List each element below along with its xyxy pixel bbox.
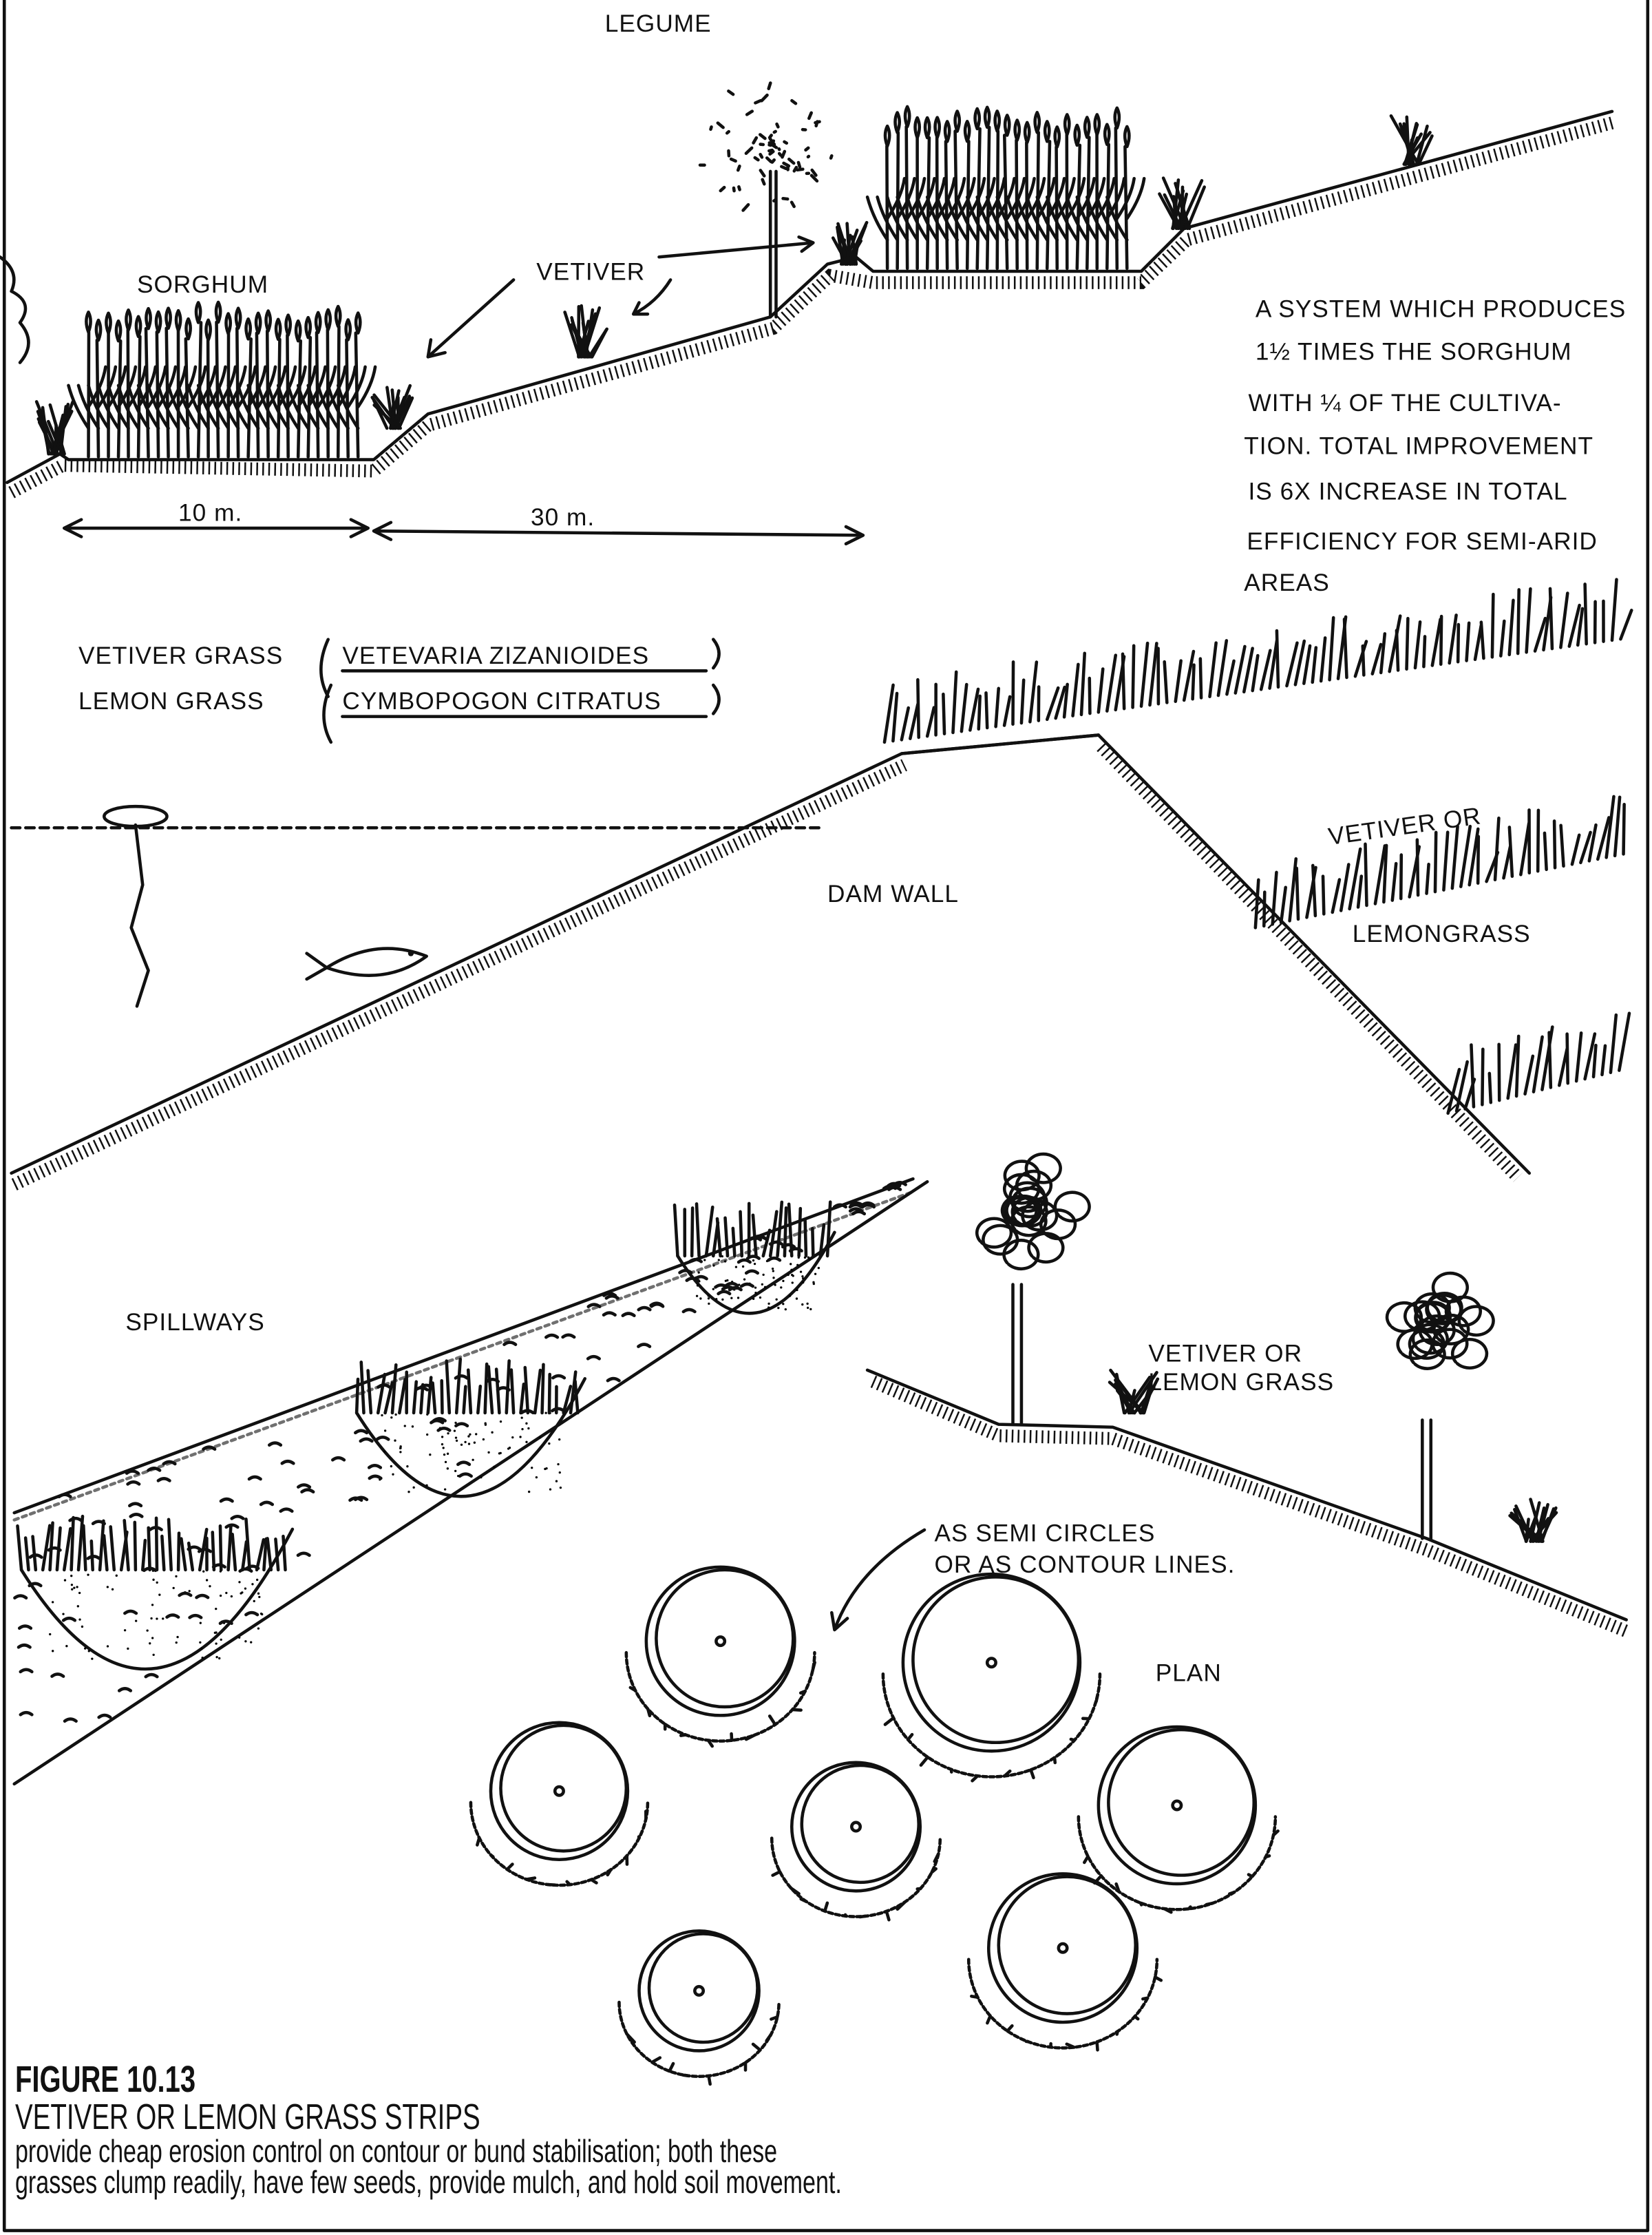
dimension-arrow-10m bbox=[62, 518, 370, 538]
terrace-ground-line bbox=[6, 109, 1614, 484]
dam-soil-hatching bbox=[11, 742, 1523, 1190]
fish-icon bbox=[305, 947, 428, 981]
note-line: AREAS bbox=[1244, 569, 1330, 596]
note-line: TION. TOTAL IMPROVEMENT bbox=[1244, 432, 1593, 459]
grass-strips bbox=[882, 578, 1633, 1115]
legume-label: LEGUME bbox=[605, 10, 712, 37]
note-line: A SYSTEM WHICH PRODUCES bbox=[1256, 295, 1626, 322]
terrace-section: LEGUME SORGHUM VETIVER 10 m. 30 m. A SYS… bbox=[0, 10, 1626, 1543]
sorghum-label: SORGHUM bbox=[137, 271, 268, 298]
sorghum-crop-upper bbox=[865, 105, 1146, 271]
tree bbox=[975, 1152, 1091, 1426]
species-common-name: LEMON GRASS bbox=[78, 688, 264, 715]
system-note: A SYSTEM WHICH PRODUCES 1½ TIMES THE SOR… bbox=[1244, 295, 1626, 596]
plan-label: PLAN bbox=[1156, 1660, 1222, 1687]
arrow-icon bbox=[426, 278, 516, 359]
contour-ground-line bbox=[865, 1368, 1628, 1622]
tree bbox=[1385, 1271, 1495, 1540]
note-line: IS 6X INCREASE IN TOTAL bbox=[1248, 479, 1567, 505]
water-lily bbox=[103, 804, 169, 1008]
note-line: 1½ TIMES THE SORGHUM bbox=[1256, 338, 1572, 365]
vetiver-label: VETIVER bbox=[536, 258, 645, 285]
spillway-section: SPILLWAYS bbox=[12, 1177, 929, 1786]
note-line: EFFICIENCY FOR SEMI-ARID bbox=[1247, 528, 1598, 555]
spillways-label: SPILLWAYS bbox=[125, 1309, 264, 1336]
vetiver-or-lemon-label: VETIVER OR bbox=[1148, 1340, 1302, 1367]
semi-circles-label: AS SEMI CIRCLES bbox=[935, 1520, 1156, 1547]
sorghum-crop bbox=[67, 300, 377, 459]
arrow-icon bbox=[657, 235, 815, 259]
dam-wall-label: DAM WALL bbox=[827, 881, 959, 907]
figure-description: provide cheap erosion control on contour… bbox=[15, 2133, 842, 2200]
vetiver-clumps bbox=[34, 114, 1558, 1543]
figure-number: FIGURE 10.13 bbox=[15, 2059, 196, 2100]
species-latin-name: VETEVARIA ZIZANIOIDES bbox=[342, 642, 649, 669]
plan-view: AS SEMI CIRCLES OR AS CONTOUR LINES. PLA… bbox=[469, 1520, 1280, 2086]
species-common-name: VETIVER GRASS bbox=[78, 642, 283, 669]
dam-section: DAM WALL VETIVER OR LEMONGRASS bbox=[10, 578, 1633, 1190]
dimension-10m-label: 10 m. bbox=[178, 500, 242, 527]
contour-section: VETIVER OR LEMON GRASS bbox=[865, 1152, 1629, 1637]
spillway-grass-barriers bbox=[13, 1181, 907, 1723]
legume-tree bbox=[698, 81, 834, 319]
shrub-left-edge bbox=[0, 255, 30, 364]
figure-title: VETIVER OR LEMON GRASS STRIPS bbox=[15, 2097, 480, 2137]
lemongrass-label: LEMONGRASS bbox=[1353, 921, 1531, 947]
note-line: WITH ¼ OF THE CULTIVA- bbox=[1248, 390, 1561, 417]
spillway-outline bbox=[12, 1177, 929, 1786]
arrow-icon bbox=[631, 278, 673, 316]
species-legend: VETIVER GRASS VETEVARIA ZIZANIOIDES LEMO… bbox=[78, 638, 721, 744]
vetiver-or-label: VETIVER OR bbox=[1326, 802, 1483, 850]
figure-caption: FIGURE 10.13 VETIVER OR LEMON GRASS STRI… bbox=[15, 2060, 856, 2198]
dimension-arrow-30m bbox=[372, 521, 865, 546]
vetiver-or-lemon-label: LEMON GRASS bbox=[1148, 1369, 1334, 1396]
arrow-icon bbox=[830, 1528, 926, 1632]
species-latin-name: CYMBOPOGON CITRATUS bbox=[342, 688, 661, 715]
dimension-30m-label: 30 m. bbox=[531, 504, 595, 531]
